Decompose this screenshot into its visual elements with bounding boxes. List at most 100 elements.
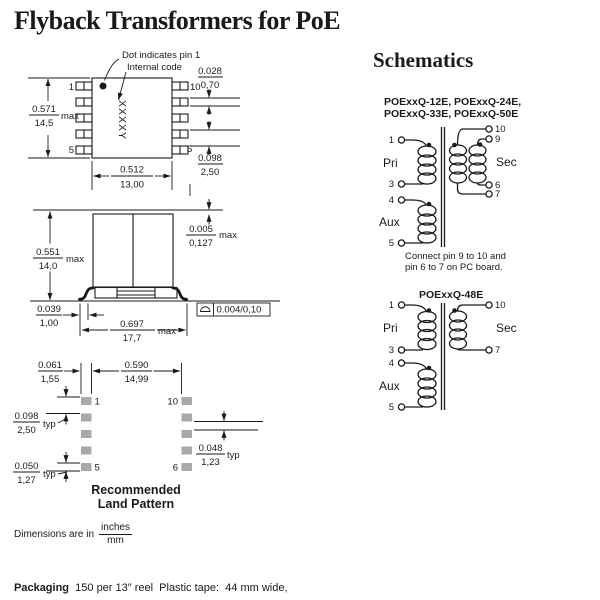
schem2-pin-1: 1	[389, 300, 394, 311]
schematic2-model: POExxQ-48E	[419, 289, 484, 301]
polarity-dot	[426, 201, 432, 207]
land-pin-label-5: 5	[95, 463, 100, 474]
pin-terminal-7	[485, 346, 493, 354]
dimensions-note: Dimensions are in inches mm	[14, 523, 132, 546]
schem2-pin-3: 3	[389, 345, 394, 356]
svg-text:0.551: 0.551	[36, 247, 60, 258]
dim-foot-length: 0.039 1,00	[36, 303, 104, 336]
svg-text:typ: typ	[43, 469, 56, 480]
svg-text:0.005: 0.005	[189, 224, 213, 235]
svg-text:0,127: 0,127	[189, 238, 213, 249]
pin-terminal-7	[485, 190, 493, 198]
svg-text:typ: typ	[43, 419, 56, 430]
svg-text:max: max	[66, 254, 84, 265]
dims-note-prefix: Dimensions are in	[14, 529, 95, 540]
schem1-pin-6: 6	[495, 180, 500, 191]
schem1-pin-3: 3	[389, 179, 394, 190]
svg-text:1,27: 1,27	[17, 475, 36, 486]
land-pattern-drawing: 1 5 10 6 0.061 1,55 0.590 14,99	[13, 360, 263, 511]
dot-note-leader	[104, 58, 120, 81]
dim-land-pitch: 0.098 2,50 typ	[13, 386, 80, 436]
dim-overall-width: 0.697 17,7 max	[81, 303, 188, 344]
pin-terminal-4	[397, 196, 406, 204]
models-line1: POExxQ-12E, POExxQ-24E,	[384, 96, 522, 108]
svg-text:14,0: 14,0	[39, 261, 58, 272]
pin-label-1: 1	[69, 82, 74, 93]
connect-note: Connect pin 9 to 10 and pin 6 to 7 on PC…	[405, 251, 506, 273]
pin-label-5: 5	[69, 145, 74, 156]
svg-text:0.098: 0.098	[15, 411, 39, 422]
land-pads-left	[81, 397, 92, 471]
schem2-sec-label: Sec	[496, 321, 517, 335]
seating-plane-symbol-icon	[200, 306, 211, 312]
polarity-dot	[426, 308, 432, 313]
right-gullwing-lead	[171, 286, 188, 301]
pin-terminal-3	[397, 346, 406, 354]
schem2-pin-7: 7	[495, 345, 500, 356]
pin-label-10: 10	[190, 82, 201, 93]
land-pin-label-6: 6	[173, 463, 178, 474]
svg-text:0.048: 0.048	[199, 443, 223, 454]
page-title: Flyback Transformers for PoE	[14, 6, 341, 35]
flatness-callout: 0.004/0,10	[196, 302, 271, 317]
pin-terminal-1	[397, 136, 406, 144]
side-base	[94, 286, 178, 299]
schem2-pri-label: Pri	[383, 321, 398, 335]
dim-land-pad-height: 0.050 1,27 typ	[13, 452, 80, 486]
dim-standoff: 0.005 0,127 max	[186, 199, 237, 249]
dim-land-pad-width: 0.061 1,55	[38, 360, 92, 394]
schematic1-models: POExxQ-12E, POExxQ-24E, POExxQ-33E, POEx…	[384, 96, 521, 120]
land-pads-right	[181, 397, 192, 471]
package-side-drawing: 0.005 0,127 max 0.551 14,0 max 0.004/0,1…	[30, 199, 280, 344]
schem1-pin-4: 4	[389, 195, 394, 206]
schem2-pin-4: 4	[389, 358, 394, 369]
svg-text:0,70: 0,70	[201, 80, 220, 91]
flatness-value: 0.004/0,10	[217, 305, 262, 316]
dim-side-height: 0.551 14,0 max	[33, 211, 84, 301]
pin-label-6: 6	[187, 144, 192, 155]
schem1-pin-5: 5	[389, 238, 394, 249]
svg-text:1,55: 1,55	[41, 374, 60, 385]
models-line2: POExxQ-33E, POExxQ-50E	[384, 108, 519, 120]
left-gullwing-lead	[78, 286, 95, 301]
svg-text:2,50: 2,50	[201, 167, 220, 178]
svg-text:1,00: 1,00	[40, 318, 59, 329]
svg-text:0.028: 0.028	[198, 66, 222, 77]
package-body	[91, 77, 173, 159]
units-fraction: inches mm	[99, 522, 132, 546]
land-caption-line1: Recommended	[91, 483, 181, 497]
schem1-aux-label: Aux	[379, 215, 400, 229]
pin-terminal-10	[485, 125, 493, 133]
svg-text:14,5: 14,5	[35, 118, 54, 129]
dim-pin-pitch: 0.098 2,50	[190, 121, 240, 178]
polarity-dot	[452, 142, 457, 148]
pin-terminal-10	[485, 301, 493, 309]
code-note: Internal code	[127, 62, 182, 73]
pin-terminal-9	[485, 135, 493, 143]
pin1-dot	[99, 82, 107, 90]
pin-terminal-1	[397, 301, 406, 309]
svg-text:typ: typ	[227, 450, 240, 461]
svg-text:max: max	[158, 326, 176, 337]
schematic-1: 1 3 4 5 10 9 6 7 Pri Aux Sec	[379, 124, 517, 249]
schem1-pin-10: 10	[495, 124, 506, 135]
package-right-pins	[171, 81, 189, 155]
svg-text:max: max	[61, 111, 79, 122]
svg-text:1,23: 1,23	[201, 457, 220, 468]
dim-package-height: 0.571 14,5 max	[28, 77, 90, 159]
schem1-pin-9: 9	[495, 134, 500, 145]
schem2-pin-5: 5	[389, 402, 394, 413]
svg-text:13,00: 13,00	[120, 180, 144, 191]
package-top-drawing: XXXXY Dot indicates pin 1 Internal code …	[28, 50, 240, 196]
packaging-note: Packaging 150 per 13″ reel Plastic tape:…	[14, 582, 288, 594]
package-left-pins	[75, 81, 93, 155]
svg-text:0.050: 0.050	[15, 461, 39, 472]
svg-text:0.571: 0.571	[32, 104, 56, 115]
land-caption-line2: Land Pattern	[98, 497, 174, 511]
schem2-pin-10: 10	[495, 300, 506, 311]
pin-terminal-3	[397, 180, 406, 188]
polarity-dot	[426, 365, 432, 371]
schem1-pin-7: 7	[495, 189, 500, 200]
land-pin-label-1: 1	[95, 397, 100, 408]
